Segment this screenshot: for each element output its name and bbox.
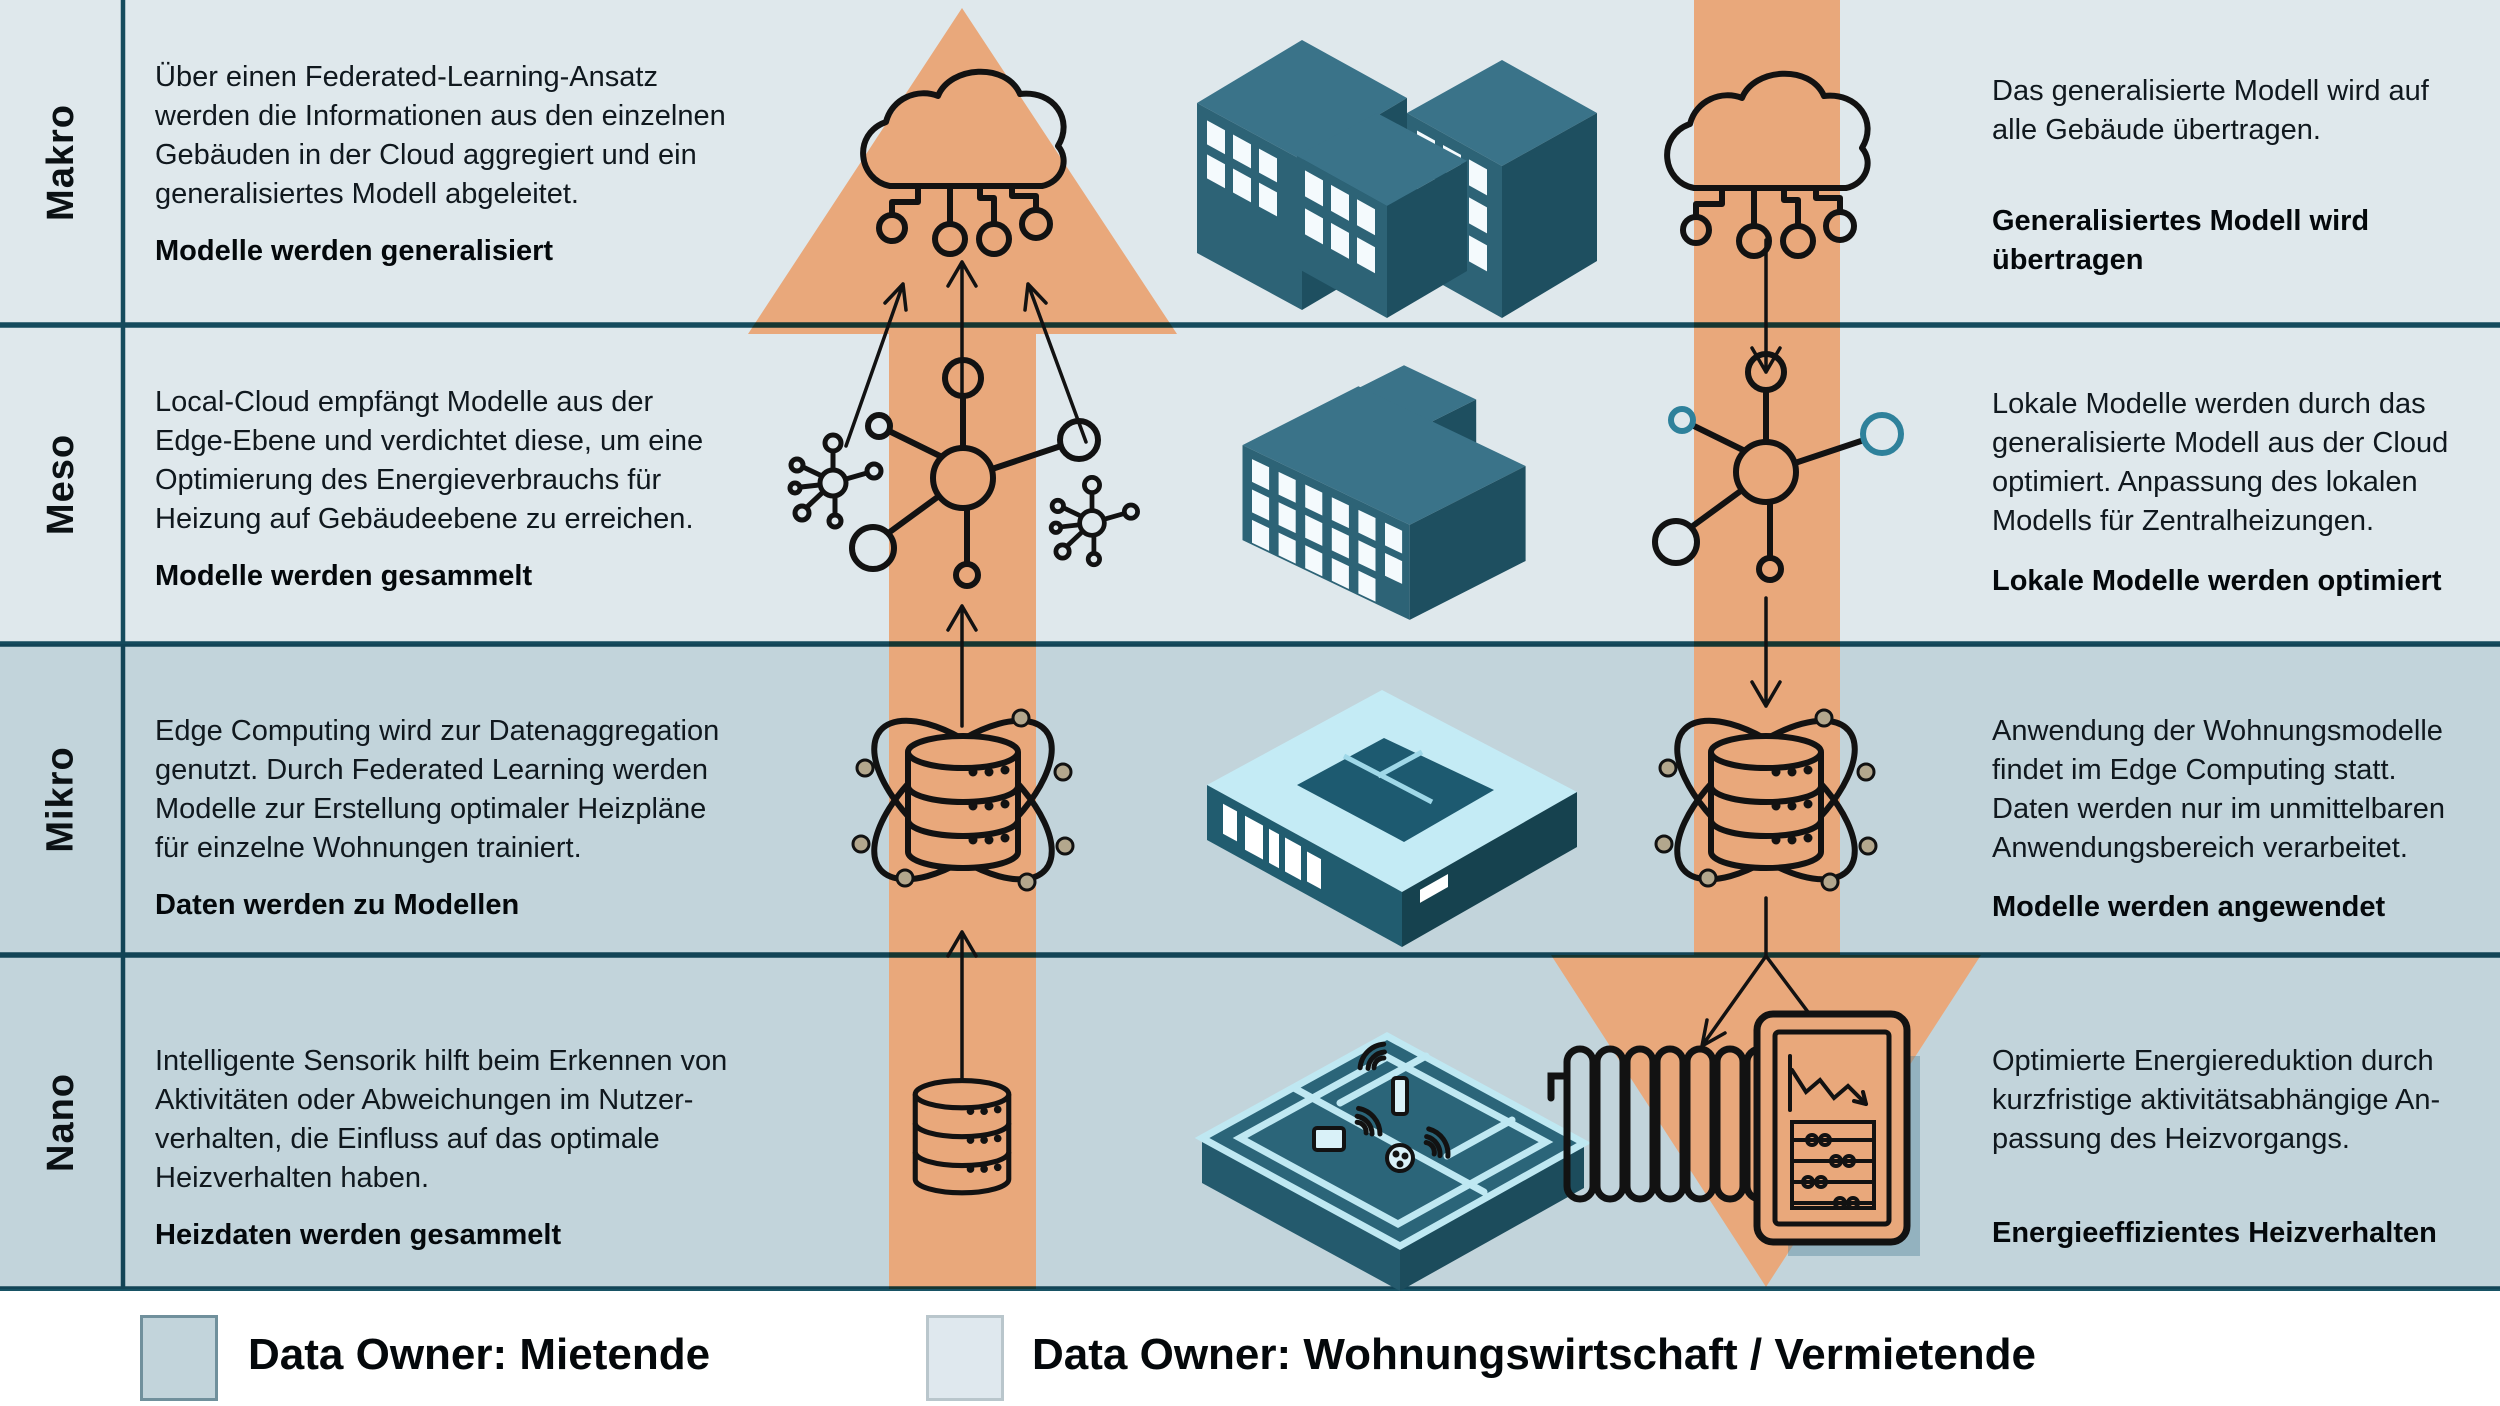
- mikro-right-text: Anwendung der Wohnungsmodelle findet im …: [1992, 715, 2445, 864]
- legend-swatch-mietende: [140, 1315, 218, 1401]
- nano-left-text: Intelligente Sensorik hilft beim Erkenne…: [155, 1045, 728, 1194]
- meso-left-text: Local-Cloud empfängt Modelle aus der Edg…: [155, 386, 704, 535]
- makro-left-bold: Modelle werden generalisiert: [155, 235, 554, 267]
- makro-left-text: Über einen Federated-Learning-Ansatz wer…: [155, 61, 726, 210]
- row-label-nano: Nano: [40, 1072, 82, 1172]
- mikro-right-bold: Modelle werden angewendet: [1992, 891, 2386, 923]
- legend-label-wohnungswirtschaft: Data Owner: Wohnungswirtschaft / Vermiet…: [1032, 1330, 2037, 1379]
- meso-right-bold: Lokale Modelle werden optimiert: [1992, 565, 2442, 597]
- mikro-left-bold: Daten werden zu Modellen: [155, 889, 520, 921]
- meso-right-text: Lokale Modelle werden durch das generali…: [1992, 388, 2449, 537]
- row-label-meso: Meso: [39, 433, 82, 536]
- nano-right-text: Optimierte Energiereduktion durch kurzfr…: [1992, 1045, 2441, 1155]
- nano-left-bold: Heizdaten werden gesammelt: [155, 1219, 562, 1251]
- mikro-left-text: Edge Computing wird zur Datenaggregation…: [155, 715, 720, 864]
- meso-left-bold: Modelle werden gesammelt: [155, 560, 533, 592]
- row-label-makro: Makro: [39, 104, 82, 221]
- row-label-mikro: Mikro: [39, 746, 82, 853]
- legend-swatch-wohnungswirtschaft: [926, 1315, 1004, 1401]
- nano-right-bold: Energieeffizientes Heizverhalten: [1992, 1217, 2437, 1249]
- makro-right-text: Das generalisierte Modell wird auf alle …: [1992, 75, 2429, 146]
- makro-right-bold: Generalisiertes Modell wird übertragen: [1992, 205, 2370, 276]
- legend: Data Owner: Mietende Data Owner: Wohnung…: [0, 1291, 2500, 1406]
- legend-label-mietende: Data Owner: Mietende: [248, 1330, 711, 1379]
